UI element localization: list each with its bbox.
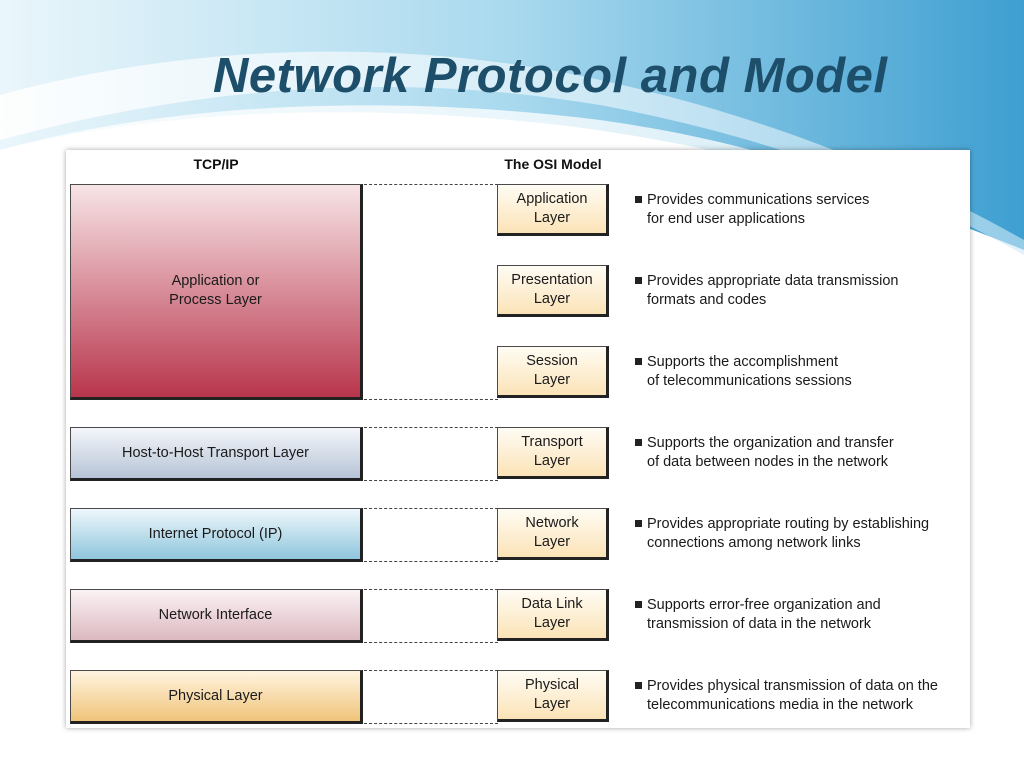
desc-data-link: Supports error-free organization and tra… <box>634 596 966 634</box>
desc-physical: Provides physical transmission of data o… <box>634 677 966 715</box>
tcpip-header: TCP/IP <box>193 156 239 172</box>
connector-line <box>364 480 498 481</box>
bullet-icon <box>635 682 642 689</box>
osi-layer-network: Network Layer <box>497 508 609 560</box>
connector-line <box>364 589 498 590</box>
osi-header: The OSI Model <box>504 156 602 172</box>
connector-line <box>364 427 498 428</box>
description-text: Supports error-free organization and tra… <box>647 597 881 632</box>
connector-line <box>364 642 498 643</box>
connector-line <box>364 561 498 562</box>
tcpip-layer-physical: Physical Layer <box>70 670 363 724</box>
diagram-panel: TCP/IP The OSI Model Application or Proc… <box>66 150 970 728</box>
desc-network: Provides appropriate routing by establis… <box>634 515 966 553</box>
tcpip-layer-network-interface: Network Interface <box>70 589 363 643</box>
desc-transport: Supports the organization and transfer o… <box>634 434 966 472</box>
osi-layer-transport: Transport Layer <box>497 427 609 479</box>
tcpip-layer-application: Application or Process Layer <box>70 184 363 400</box>
osi-layer-data-link: Data Link Layer <box>497 589 609 641</box>
tcpip-layer-transport: Host-to-Host Transport Layer <box>70 427 363 481</box>
connector-line <box>364 399 498 400</box>
osi-layer-application: Application Layer <box>497 184 609 236</box>
desc-presentation: Provides appropriate data transmission f… <box>634 272 966 310</box>
bullet-icon <box>635 277 642 284</box>
tcpip-layer-internet: Internet Protocol (IP) <box>70 508 363 562</box>
bullet-icon <box>635 196 642 203</box>
bullet-icon <box>635 520 642 527</box>
desc-application: Provides communications services for end… <box>634 191 966 229</box>
connector-line <box>364 670 498 671</box>
description-text: Provides appropriate routing by establis… <box>647 516 930 551</box>
bullet-icon <box>635 439 642 446</box>
osi-layer-physical: Physical Layer <box>497 670 609 722</box>
connector-line <box>364 508 498 509</box>
description-text: Supports the accomplishment of telecommu… <box>647 354 852 389</box>
osi-layer-session: Session Layer <box>497 346 609 398</box>
connector-line <box>364 184 498 185</box>
desc-session: Supports the accomplishment of telecommu… <box>634 353 966 391</box>
description-text: Provides appropriate data transmission f… <box>647 273 899 308</box>
osi-layer-presentation: Presentation Layer <box>497 265 609 317</box>
connector-line <box>364 723 498 724</box>
slide-title: Network Protocol and Model <box>213 49 888 103</box>
description-text: Provides physical transmission of data o… <box>647 678 938 713</box>
bullet-icon <box>635 358 642 365</box>
bullet-icon <box>635 601 642 608</box>
description-text: Provides communications services for end… <box>647 192 870 227</box>
description-text: Supports the organization and transfer o… <box>647 435 894 470</box>
